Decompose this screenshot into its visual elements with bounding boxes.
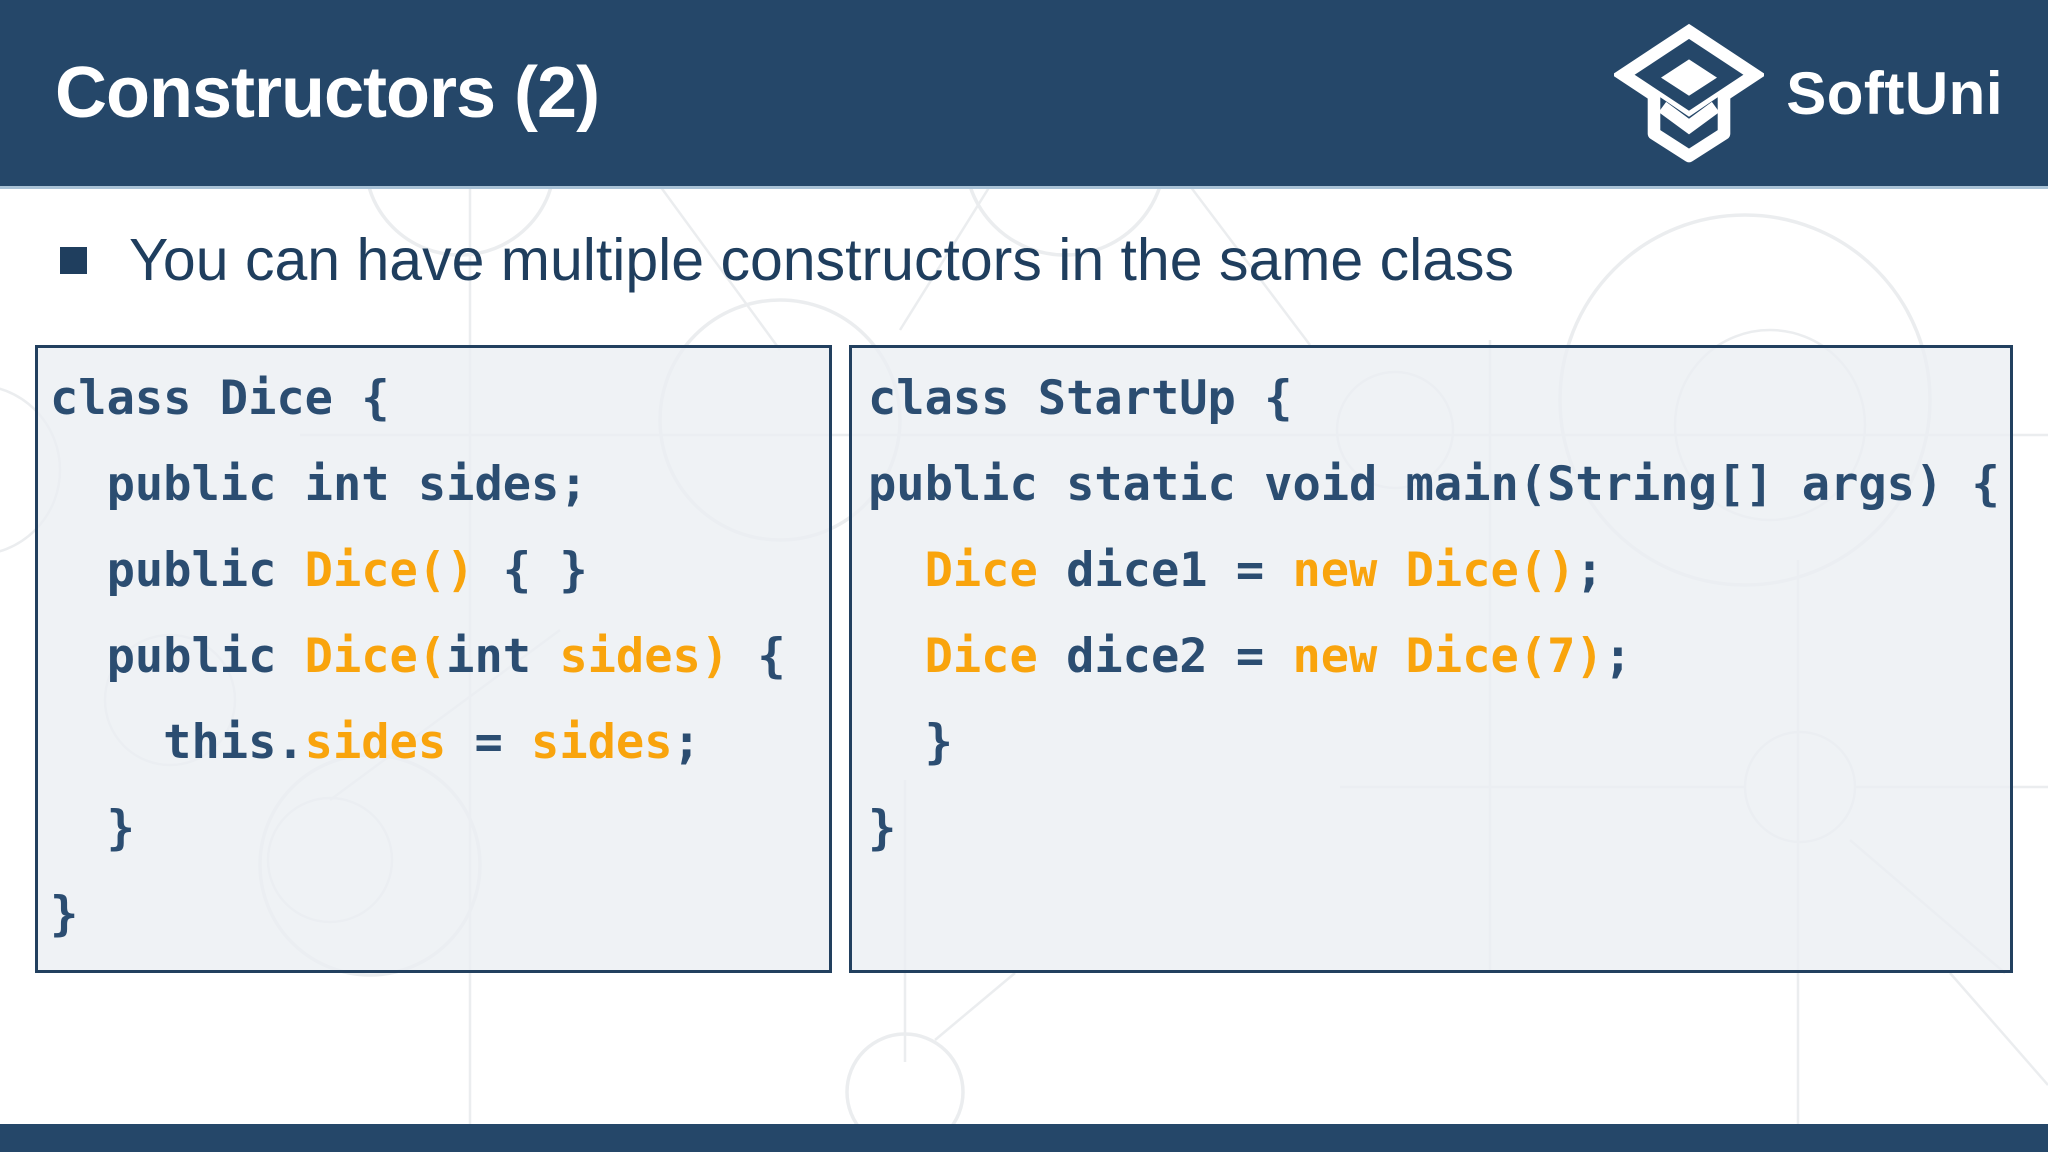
code-panel-dice: class Dice { public int sides; public Di… xyxy=(35,345,832,973)
code-line: public Dice(int sides) { xyxy=(50,629,786,684)
softuni-logo: SoftUni xyxy=(1614,0,2003,186)
code-line: } xyxy=(50,801,135,856)
page-title: Constructors (2) xyxy=(55,53,600,133)
code-startup-class: class StartUp { public static void main(S… xyxy=(852,348,2010,872)
code-line: } xyxy=(868,801,897,856)
brand-name: SoftUni xyxy=(1786,59,2003,127)
footer-bar xyxy=(0,1124,2048,1152)
bullet-text: You can have multiple constructors in th… xyxy=(129,227,1515,293)
bullet-square-icon xyxy=(60,247,87,274)
code-line: Dice dice1 = new Dice(); xyxy=(924,543,1604,598)
code-line: Dice dice2 = new Dice(7); xyxy=(924,629,1633,684)
code-line: class Dice { xyxy=(50,371,390,426)
code-panel-startup: class StartUp { public static void main(S… xyxy=(849,345,2013,973)
graduation-cap-icon xyxy=(1614,23,1765,163)
code-dice-class: class Dice { public int sides; public Di… xyxy=(38,348,829,958)
code-line: class StartUp { xyxy=(868,371,1293,426)
code-line: } xyxy=(50,887,79,942)
code-line: public Dice() { } xyxy=(50,543,588,598)
code-line: public static void main(String[] args) { xyxy=(868,457,2000,512)
code-line: } xyxy=(868,715,953,770)
header-bar: Constructors (2) SoftUni xyxy=(0,0,2048,189)
code-line: this.sides = sides; xyxy=(50,715,701,770)
bullet-row: You can have multiple constructors in th… xyxy=(60,218,1514,302)
code-line: public int sides; xyxy=(50,457,588,512)
